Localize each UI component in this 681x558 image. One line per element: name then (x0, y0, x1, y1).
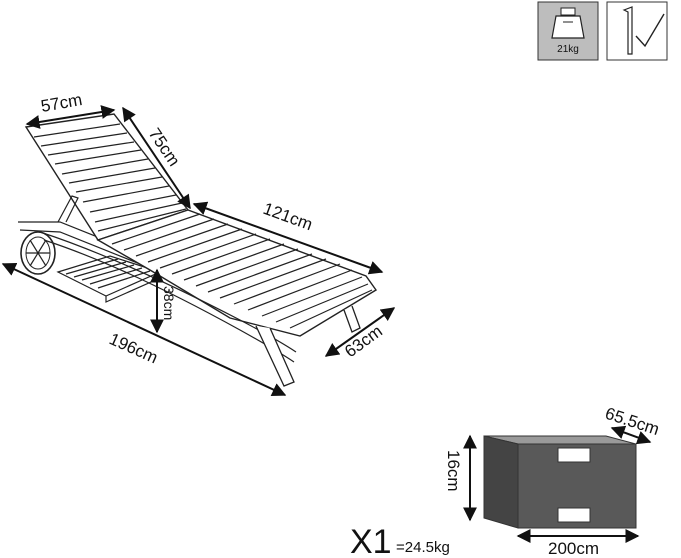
handle-slot-top (557, 447, 591, 463)
dim-seat-length: 121cm (261, 199, 315, 234)
tool-icon-box (606, 1, 668, 61)
dim-line-backrest-width (25, 105, 116, 129)
package-quantity: X1 (350, 523, 392, 558)
dim-line-width (324, 307, 396, 357)
weight-icon-box: 21kg (537, 1, 599, 61)
dim-line-backrest-length (122, 106, 191, 210)
scale-weight-icon (551, 7, 585, 39)
dim-line-seat-length (192, 201, 384, 275)
dimension-lines (1, 105, 396, 397)
package-depth: 65.5cm (603, 404, 662, 439)
weight-label: 21kg (557, 44, 579, 55)
allen-key-check-icon (622, 6, 665, 55)
dim-line-total-length (1, 262, 287, 397)
dim-backrest-width: 57cm (39, 90, 83, 116)
dim-height: 38cm (161, 286, 177, 320)
wheel (20, 231, 56, 275)
dim-line-package-depth (610, 425, 652, 445)
package-length: 200cm (548, 539, 599, 558)
package-weight: =24.5kg (396, 539, 450, 556)
package-box (483, 435, 637, 529)
dim-width: 63cm (341, 321, 386, 361)
dim-total-length: 196cm (106, 329, 160, 367)
package-height: 16cm (444, 450, 463, 492)
handle-slot-bottom (557, 507, 591, 523)
